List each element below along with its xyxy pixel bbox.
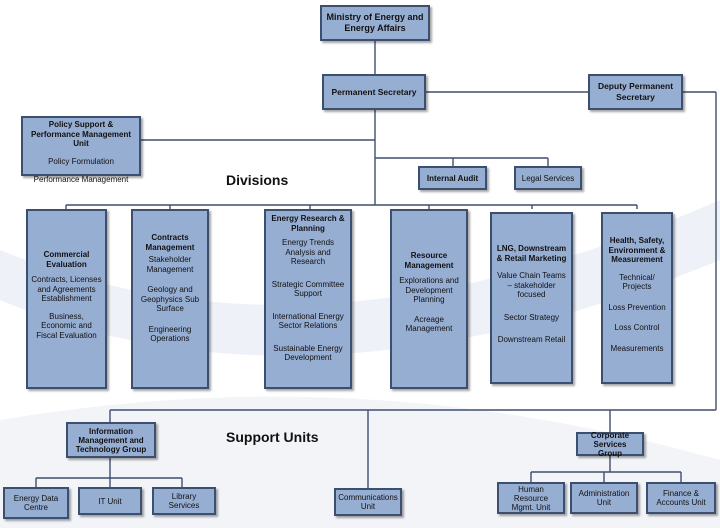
deputy-permanent-secretary-box: Deputy Permanent Secretary — [588, 74, 683, 110]
policy-unit-title: Policy Support & Performance Management … — [30, 120, 132, 148]
division-item: Value Chain Teams – stakeholder focused — [497, 271, 566, 299]
division-item: Business, Economic and Fiscal Evaluation — [36, 311, 97, 340]
it-group-label: Information Management and Technology Gr… — [75, 426, 147, 454]
division-energy-research-planning: Energy Research & Planning Energy Trends… — [264, 209, 352, 389]
administration-unit-label: Administration Unit — [578, 489, 630, 507]
legal-services-label: Legal Services — [521, 173, 575, 183]
division-title: Energy Research & Planning — [271, 214, 345, 233]
division-item: Energy Trends Analysis and Research — [281, 238, 335, 266]
policy-unit-box: Policy Support & Performance Management … — [21, 116, 141, 184]
division-title: Contracts Management — [145, 233, 195, 252]
ministry-label: Ministry of Energy and Energy Affairs — [326, 12, 424, 33]
corporate-services-group-box: Corporate Services Group — [576, 430, 644, 458]
communications-unit-box: Communications Unit — [334, 488, 402, 516]
legal-services-box: Legal Services — [514, 166, 582, 190]
division-item: Acreage Management — [405, 314, 453, 334]
division-title: Commercial Evaluation — [43, 250, 90, 269]
permanent-secretary-label: Permanent Secretary — [331, 86, 417, 97]
division-item: Measurements — [610, 343, 664, 353]
library-services-label: Library Services — [168, 492, 200, 510]
internal-audit-box: Internal Audit — [418, 166, 487, 190]
internal-audit-label: Internal Audit — [426, 173, 479, 183]
it-group-box: Information Management and Technology Gr… — [66, 422, 156, 458]
deputy-permanent-secretary-label: Deputy Permanent Secretary — [597, 81, 674, 102]
administration-unit-box: Administration Unit — [570, 482, 638, 514]
division-item: Contracts, Licenses and Agreements Estab… — [31, 275, 102, 303]
it-unit-label: IT Unit — [98, 496, 122, 506]
human-resource-unit-label: Human Resource Mgmt. Unit — [511, 484, 551, 512]
division-resource-management: Resource Management Explorations and Dev… — [390, 209, 468, 389]
energy-data-centre-box: Energy Data Centre — [3, 487, 69, 519]
division-item: International Energy Sector Relations — [272, 311, 344, 331]
human-resource-unit-box: Human Resource Mgmt. Unit — [497, 482, 565, 514]
division-item: Engineering Operations — [148, 324, 192, 344]
division-contracts-management: Contracts Management Stakeholder Managem… — [131, 209, 209, 389]
division-title: LNG, Downstream & Retail Marketing — [496, 244, 567, 263]
division-item: Downstream Retail — [497, 335, 566, 344]
division-item: Loss Control — [614, 323, 660, 332]
finance-accounts-unit-box: Finance & Accounts Unit — [646, 482, 716, 514]
corporate-services-group-label: Corporate Services Group — [590, 430, 630, 458]
division-item: Technical/ Projects — [619, 272, 655, 292]
it-unit-box: IT Unit — [78, 487, 142, 515]
division-commercial-evaluation: Commercial Evaluation Contracts, License… — [26, 209, 107, 389]
division-title: Resource Management — [404, 251, 454, 270]
division-title: Health, Safety, Environment & Measuremen… — [608, 236, 666, 264]
division-item: Strategic Committee Support — [271, 279, 345, 299]
ministry-box: Ministry of Energy and Energy Affairs — [320, 5, 430, 41]
division-item: Loss Prevention — [608, 302, 666, 312]
division-item: Geology and Geophysics Sub Surface — [140, 285, 200, 313]
permanent-secretary-box: Permanent Secretary — [322, 74, 426, 110]
divisions-label: Divisions — [226, 172, 289, 188]
policy-item: Performance Management — [33, 175, 129, 184]
support-units-label: Support Units — [226, 429, 319, 445]
division-item: Stakeholder Management — [146, 255, 194, 274]
energy-data-centre-label: Energy Data Centre — [13, 494, 59, 512]
division-item: Sector Strategy — [503, 312, 560, 322]
policy-item: Policy Formulation — [48, 156, 114, 166]
library-services-box: Library Services — [152, 487, 216, 515]
division-health-safety-environment: Health, Safety, Environment & Measuremen… — [601, 212, 673, 384]
division-lng-downstream-retail: LNG, Downstream & Retail Marketing Value… — [490, 212, 573, 384]
division-item: Explorations and Development Planning — [399, 276, 459, 304]
division-item: Sustainable Energy Development — [273, 343, 343, 363]
communications-unit-label: Communications Unit — [338, 493, 398, 511]
finance-accounts-unit-label: Finance & Accounts Unit — [656, 489, 706, 507]
